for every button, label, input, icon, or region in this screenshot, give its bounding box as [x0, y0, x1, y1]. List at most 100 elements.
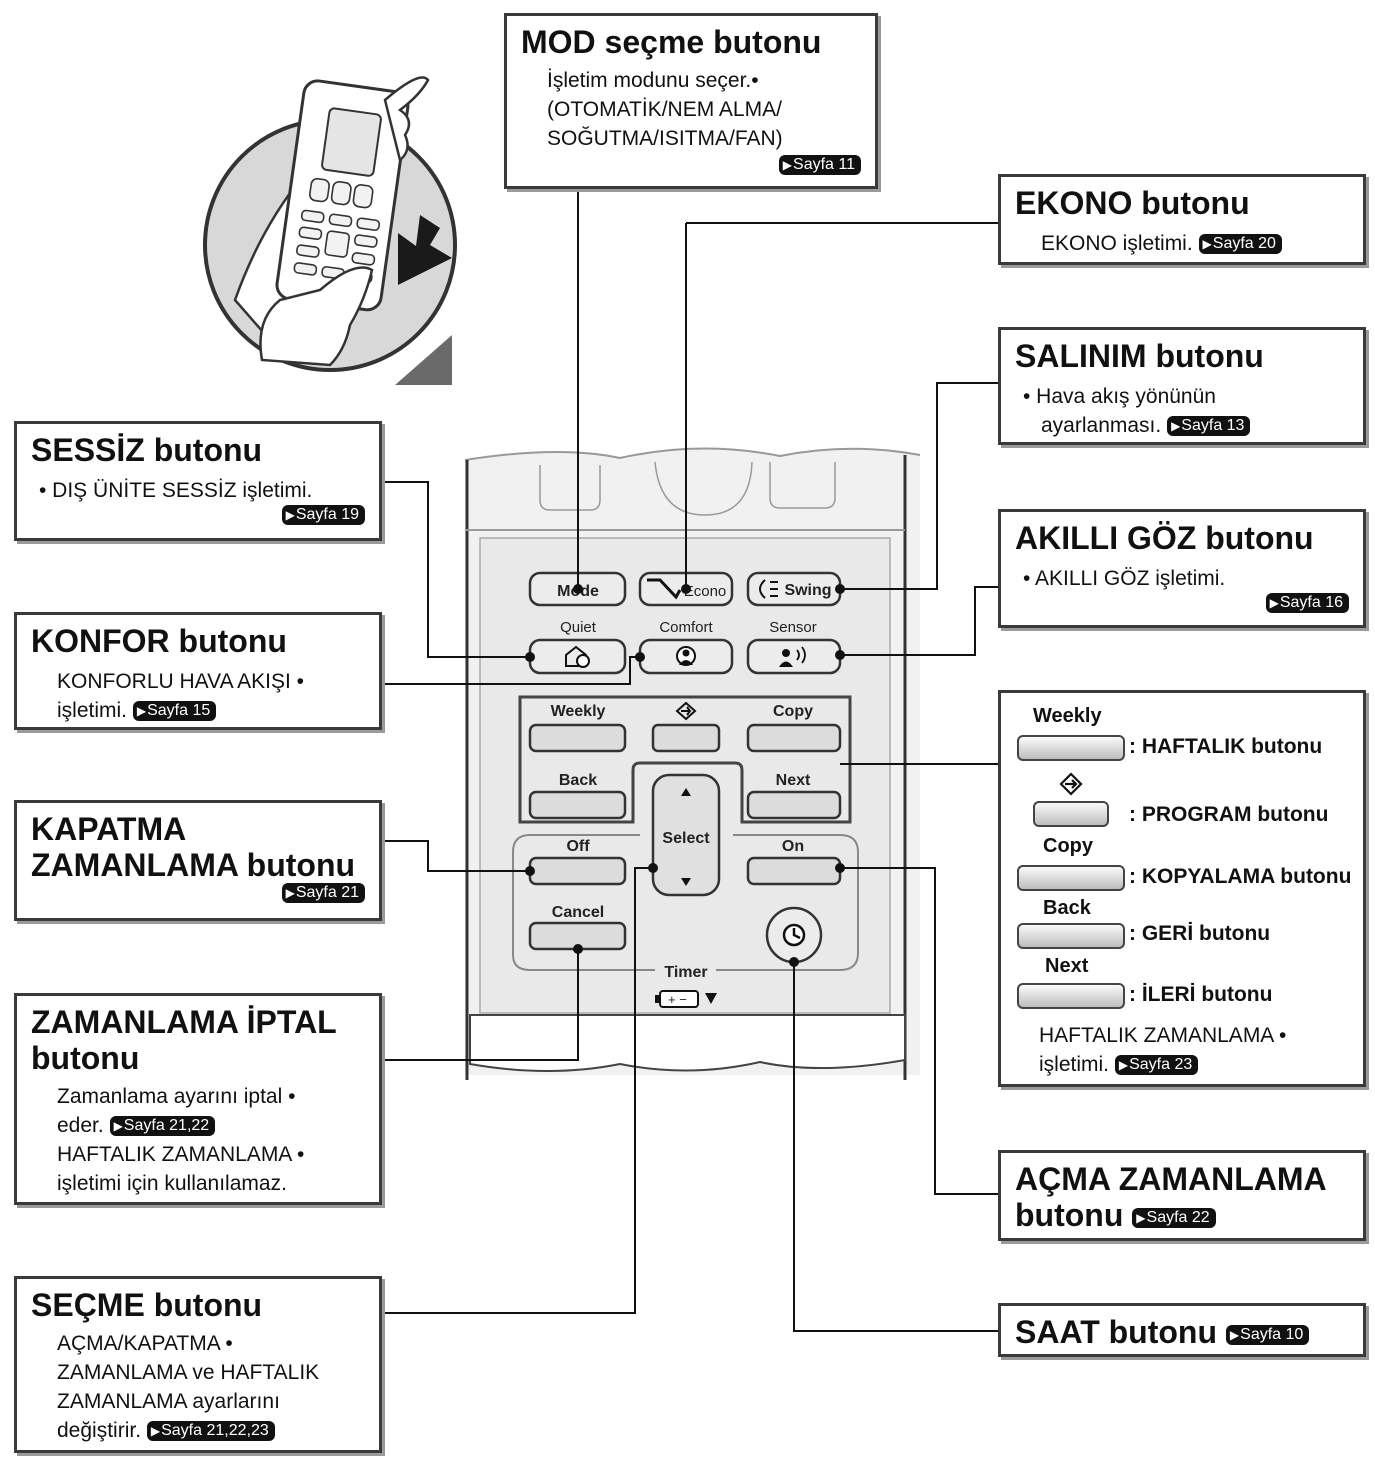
- select-title: SEÇME butonu: [31, 1287, 263, 1323]
- legend-program-icon: [1059, 772, 1083, 796]
- legend-copy-desc: : KOPYALAMA butonu: [1129, 865, 1352, 888]
- sensor-label: Sensor: [769, 619, 817, 636]
- on-timer-button[interactable]: [746, 856, 842, 886]
- comfort-page-ref[interactable]: Sayfa 15: [132, 701, 217, 722]
- clock-page-ref[interactable]: Sayfa 10: [1225, 1324, 1310, 1345]
- program-icon: [675, 701, 697, 721]
- econo-icon: [647, 578, 682, 600]
- copy-label: Copy: [773, 703, 813, 720]
- sensor-line1: • AKILLI GÖZ işletimi.: [1023, 567, 1226, 590]
- legend-copy-label: Copy: [1043, 835, 1093, 857]
- legend-program-desc: : PROGRAM butonu: [1129, 803, 1329, 826]
- comfort-label: Comfort: [659, 619, 713, 636]
- select-button[interactable]: Select: [651, 773, 721, 897]
- clock-button[interactable]: [765, 906, 823, 964]
- quiet-line1: • DIŞ ÜNİTE SESSİZ işletimi.: [39, 479, 313, 502]
- econo-callout: EKONO butonu EKONO işletimi. Sayfa 20: [998, 174, 1366, 265]
- leader-dots: [525, 584, 845, 967]
- back-button[interactable]: [528, 790, 627, 820]
- econo-page-ref[interactable]: Sayfa 20: [1198, 234, 1282, 255]
- swing-title: SALINIM butonu: [1015, 338, 1264, 374]
- down-arrow-small-icon: [681, 878, 691, 886]
- legend-copy-button: [1017, 865, 1125, 891]
- cancel-line4: işletimi için kullanılamaz.: [57, 1172, 287, 1195]
- copy-button[interactable]: [746, 723, 842, 753]
- comfort-callout: KONFOR butonu KONFORLU HAVA AKIŞI • işle…: [14, 612, 382, 730]
- program-button[interactable]: [651, 723, 721, 753]
- sensor-title: AKILLI GÖZ butonu: [1015, 520, 1314, 556]
- weekly-label: Weekly: [551, 703, 606, 720]
- clock-callout: SAAT butonu Sayfa 10: [998, 1303, 1366, 1357]
- next-label: Next: [776, 772, 811, 789]
- swing-callout: SALINIM butonu • Hava akış yönünün ayarl…: [998, 327, 1366, 445]
- quiet-page-ref[interactable]: Sayfa 19: [281, 505, 365, 525]
- svg-text:Econo: Econo: [684, 583, 727, 600]
- cancel-line2: eder.: [57, 1114, 104, 1137]
- legend-program-button: [1033, 801, 1109, 827]
- legend-weekly-label: Weekly: [1033, 705, 1102, 727]
- cancel-label: Cancel: [552, 904, 604, 921]
- legend-next-desc: : İLERİ butonu: [1129, 983, 1273, 1006]
- svg-text:Select: Select: [662, 830, 710, 847]
- select-line1: AÇMA/KAPATMA •: [57, 1332, 233, 1355]
- back-label: Back: [559, 772, 597, 789]
- comfort-line1: KONFORLU HAVA AKIŞI •: [57, 670, 304, 693]
- comfort-line2: işletimi.: [57, 699, 128, 722]
- mode-line3: SOĞUTMA/ISITMA/FAN): [547, 127, 783, 150]
- cancel-callout: ZAMANLAMA İPTAL butonu Zamanlama ayarını…: [14, 993, 382, 1205]
- weekly-button[interactable]: [528, 723, 627, 753]
- svg-text:Swing: Swing: [784, 582, 831, 599]
- legend-next-label: Next: [1045, 955, 1089, 977]
- weekly-callout: Weekly : HAFTALIK butonu : PROGRAM buton…: [998, 690, 1366, 1087]
- cancel-line3: HAFTALIK ZAMANLAMA •: [57, 1143, 305, 1166]
- off-timer-title1: KAPATMA: [31, 811, 187, 847]
- quiet-label: Quiet: [560, 619, 597, 636]
- legend-weekly-desc: : HAFTALIK butonu: [1129, 735, 1323, 758]
- select-line2: ZAMANLAMA ve HAFTALIK: [57, 1361, 320, 1384]
- cancel-page-ref[interactable]: Sayfa 21,22: [109, 1116, 216, 1137]
- quiet-title: SESSİZ butonu: [31, 432, 263, 468]
- mode-page-ref[interactable]: Sayfa 11: [778, 155, 861, 175]
- next-button[interactable]: [746, 790, 842, 820]
- down-arrow-icon: [398, 215, 452, 285]
- swing-line2: ayarlanması.: [1041, 414, 1162, 437]
- select-callout: SEÇME butonu AÇMA/KAPATMA • ZAMANLAMA ve…: [14, 1276, 382, 1453]
- cancel-title2: butonu: [31, 1040, 140, 1076]
- weekly-line2: işletimi.: [1039, 1053, 1110, 1076]
- legend-weekly-button: [1017, 735, 1125, 761]
- weekly-page-ref[interactable]: Sayfa 23: [1114, 1055, 1199, 1076]
- cancel-title1: ZAMANLAMA İPTAL: [31, 1004, 337, 1040]
- comfort-title: KONFOR butonu: [31, 623, 287, 659]
- on-timer-title2: butonu: [1015, 1197, 1124, 1233]
- svg-text:+ −: + −: [668, 992, 687, 1007]
- on-timer-callout: AÇMA ZAMANLAMA butonu Sayfa 22: [998, 1150, 1366, 1241]
- off-timer-button[interactable]: [528, 856, 627, 886]
- mode-line1: İşletim modunu seçer.•: [547, 69, 759, 92]
- timer-label: Timer: [664, 964, 707, 981]
- comfort-button[interactable]: [638, 638, 734, 675]
- up-arrow-icon: [681, 788, 691, 796]
- sensor-page-ref[interactable]: Sayfa 16: [1265, 593, 1349, 613]
- select-page-ref[interactable]: Sayfa 21,22,23: [146, 1421, 275, 1442]
- on-timer-page-ref[interactable]: Sayfa 22: [1132, 1207, 1216, 1228]
- weekly-group-frame: [518, 695, 852, 824]
- off-timer-title2: ZAMANLAMA butonu: [31, 847, 356, 883]
- econo-title: EKONO butonu: [1015, 185, 1250, 221]
- hand-remote-illustration: [203, 76, 457, 385]
- timer-group-frame: [512, 834, 859, 971]
- on-timer-title1: AÇMA ZAMANLAMA: [1015, 1161, 1327, 1197]
- triangle-marker-icon: [395, 335, 452, 385]
- swing-button[interactable]: Swing: [746, 571, 842, 607]
- weekly-line1: HAFTALIK ZAMANLAMA •: [1039, 1024, 1287, 1047]
- sensor-eye-icon: [782, 649, 790, 657]
- quiet-button[interactable]: [528, 638, 627, 675]
- clock-title: SAAT butonu: [1015, 1314, 1218, 1350]
- off-label: Off: [566, 838, 590, 855]
- mode-line2: (OTOMATİK/NEM ALMA/: [547, 98, 782, 121]
- off-timer-page-ref[interactable]: Sayfa 21: [281, 883, 365, 903]
- swing-page-ref[interactable]: Sayfa 13: [1167, 416, 1251, 437]
- sensor-button[interactable]: [746, 638, 842, 675]
- legend-back-button: [1017, 923, 1125, 949]
- legend-back-label: Back: [1043, 897, 1091, 919]
